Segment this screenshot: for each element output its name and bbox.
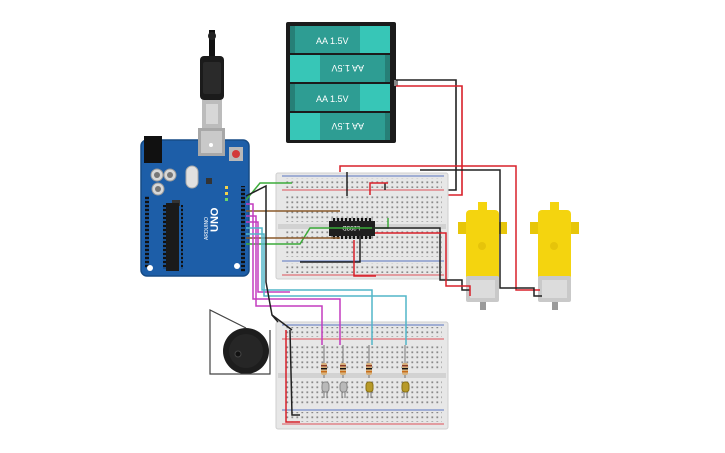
battery-pack[interactable]: AA 1.5V AA 1.5V AA 1.5V AA 1.5V — [286, 22, 398, 143]
battery-cell-label: AA 1.5V — [316, 94, 349, 104]
crystal-icon — [185, 165, 199, 189]
led-white[interactable] — [339, 381, 348, 398]
mounting-hole — [209, 143, 213, 147]
battery-cell-label: AA 1.5V — [331, 121, 364, 131]
led-yellow[interactable] — [365, 381, 374, 398]
arduino-uno-board[interactable]: UNO ARDUINO — [140, 128, 250, 277]
battery-terminal — [394, 80, 398, 86]
piezo-buzzer[interactable] — [223, 328, 269, 374]
board-label: UNO — [209, 207, 221, 232]
battery-cell: AA 1.5V — [290, 84, 390, 111]
led-yellow[interactable] — [401, 381, 410, 398]
motor-driver-label: L293D — [342, 224, 360, 230]
battery-cell-label: AA 1.5V — [316, 36, 349, 46]
resistor[interactable] — [402, 345, 408, 378]
wires — [245, 165, 542, 423]
buzzer-wire — [209, 309, 271, 375]
power-jack — [144, 136, 162, 163]
dc-motor-left[interactable] — [458, 202, 507, 310]
battery-cell: AA 1.5V — [290, 26, 390, 53]
resistor[interactable] — [321, 345, 327, 378]
mounting-hole — [147, 265, 153, 271]
battery-cell-label: AA 1.5V — [331, 63, 364, 73]
power-header — [144, 196, 150, 268]
usb-cable — [200, 30, 224, 128]
mounting-hole — [234, 263, 240, 269]
battery-cell: AA 1.5V — [290, 113, 390, 140]
resistor[interactable] — [366, 345, 372, 378]
dc-motor-right[interactable] — [530, 202, 579, 310]
brand-label: ARDUINO — [204, 217, 210, 240]
battery-cell: AA 1.5V — [290, 55, 390, 82]
resistor[interactable] — [340, 345, 346, 378]
breadboard-bottom[interactable] — [275, 321, 449, 430]
led-white[interactable] — [321, 381, 330, 398]
microcontroller-chip — [166, 203, 179, 271]
digital-header — [239, 186, 246, 272]
